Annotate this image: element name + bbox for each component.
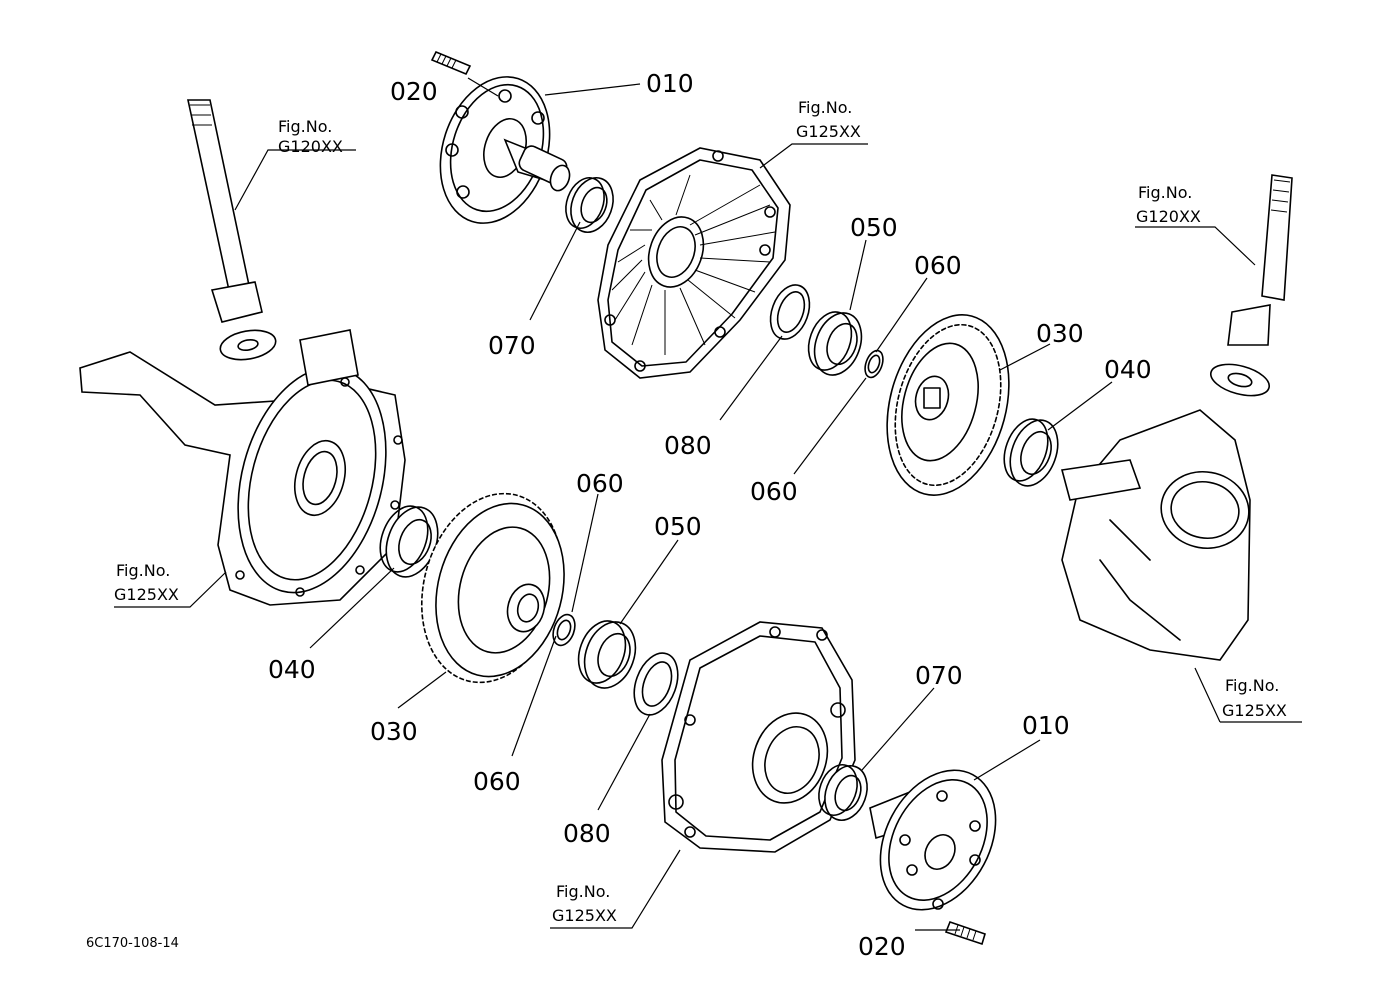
- flange-shaft-010-bottom: [869, 769, 997, 911]
- case-cover-top: [597, 147, 791, 379]
- bearing-040-left: [379, 505, 439, 578]
- bearing-040-right: [1003, 418, 1059, 487]
- fig-no-label: Fig.No.: [1138, 183, 1192, 202]
- part-number-040-left: 040: [268, 655, 316, 684]
- flange-shaft-010-top: [439, 76, 571, 224]
- snap-ring-060-low: [552, 613, 576, 647]
- stud-bolt-020-bottom: [944, 920, 986, 946]
- fig-ref-bottom-cover: Fig.No. G125XX: [552, 882, 617, 925]
- case-cover-bottom: [661, 621, 856, 853]
- axle-case-left: [79, 329, 406, 606]
- bearing-050-low: [577, 620, 637, 689]
- fig-no-label: Fig.No.: [556, 882, 610, 901]
- fig-ref-code: G125XX: [796, 122, 861, 141]
- shim-080-low: [633, 652, 679, 716]
- fig-ref-code: G125XX: [552, 906, 617, 925]
- stud-bolt-020-top: [430, 50, 472, 76]
- bevel-gear-030-right: [886, 314, 1010, 496]
- part-number-060-low: 060: [576, 469, 624, 498]
- part-number-030-right: 030: [1036, 319, 1084, 348]
- diagram-code: 6C170-108-14: [86, 936, 179, 951]
- part-number-080-top: 080: [664, 431, 712, 460]
- fig-no-label: Fig.No.: [1225, 676, 1279, 695]
- snap-ring-060-top: [864, 349, 884, 379]
- fig-no-label: Fig.No.: [278, 117, 332, 136]
- axle-shaft-right: [1209, 174, 1293, 397]
- part-number-050-top: 050: [850, 213, 898, 242]
- bearing-070-bottom: [818, 764, 868, 821]
- bearing-070-top: [565, 177, 614, 233]
- part-number-060-mid: 060: [750, 477, 798, 506]
- part-number-070-bottom: 070: [915, 661, 963, 690]
- part-number-050-low: 050: [654, 512, 702, 541]
- fig-ref-code: G125XX: [114, 585, 179, 604]
- fig-ref-left-case: Fig.No. G125XX: [114, 561, 179, 604]
- fig-ref-right-shaft: Fig.No. G120XX: [1136, 183, 1201, 226]
- fig-ref-code: G120XX: [1136, 207, 1201, 226]
- axle-shaft-left: [187, 99, 277, 361]
- bevel-gear-030-left: [420, 492, 565, 684]
- fig-ref-code: G120XX: [278, 137, 343, 156]
- fig-no-label: Fig.No.: [116, 561, 170, 580]
- fig-ref-code: G125XX: [1222, 701, 1287, 720]
- axle-case-right: [1060, 409, 1251, 661]
- part-number-070-top: 070: [488, 331, 536, 360]
- part-number-040-right: 040: [1104, 355, 1152, 384]
- fig-ref-right-case: Fig.No. G125XX: [1222, 676, 1287, 720]
- fig-ref-left-shaft: Fig.No. G120XX: [278, 117, 343, 156]
- part-number-020-bottom: 020: [858, 932, 906, 961]
- part-number-010-bottom: 010: [1022, 711, 1070, 740]
- part-number-060-top: 060: [914, 251, 962, 280]
- part-number-010-top: 010: [646, 69, 694, 98]
- part-number-080-bottom: 080: [563, 819, 611, 848]
- shim-080-top: [769, 284, 811, 340]
- part-number-020-top: 020: [390, 77, 438, 106]
- fig-no-label: Fig.No.: [798, 98, 852, 117]
- leader-lines: [114, 77, 1302, 931]
- part-number-060-bottom: 060: [473, 767, 521, 796]
- fig-ref-top-cover: Fig.No. G125XX: [796, 98, 861, 141]
- part-number-030-left: 030: [370, 717, 418, 746]
- bearing-050-top: [807, 311, 863, 376]
